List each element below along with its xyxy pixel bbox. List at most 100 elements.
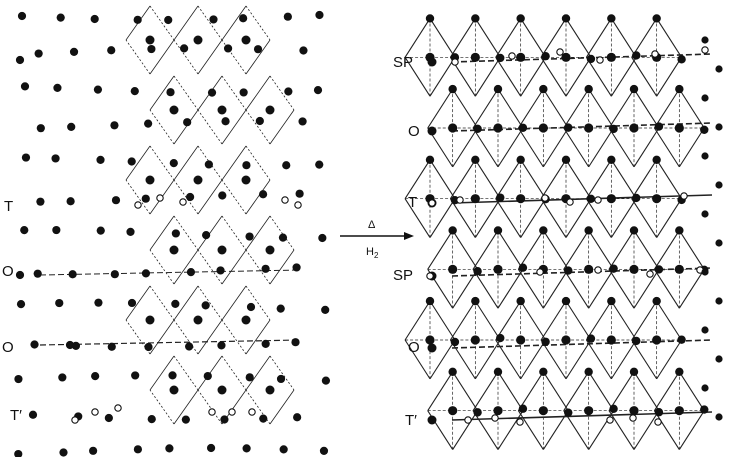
atom [496,333,505,343]
octahedron-edge [197,319,223,355]
octahedron-edge [540,57,567,97]
octahedron-edge [245,39,271,75]
atom [652,296,661,306]
left-bond-network [39,5,301,425]
vacancy-site [281,196,289,204]
atom [66,197,75,206]
left-structure-panel: T O O T′ [2,5,331,457]
atom [180,44,189,53]
atom [675,367,684,376]
octahedron-edge [149,215,175,251]
atom [144,119,153,128]
octahedron-edge [495,57,522,97]
atom [321,376,331,385]
octahedron-edge [245,389,271,425]
atom [276,304,285,313]
octahedron-edge [633,127,660,168]
octahedron-edge [269,75,295,111]
octahedron-edge [429,57,456,97]
vacancy-site [71,416,79,424]
arrow-h2-label: H2 [366,246,379,260]
atom [473,408,482,417]
atom [276,374,286,384]
octahedron-edge [149,285,175,321]
atom [193,175,203,185]
octahedron-edge [404,198,431,238]
atom [493,84,503,94]
octahedron-edge [608,410,635,450]
octahedron-edge [631,198,658,238]
octahedron-edge [427,230,454,270]
octahedron-edge [497,269,524,309]
octahedron-edge [452,88,479,129]
octahedron-edge [221,5,247,41]
atom [16,300,26,309]
atom [584,84,593,94]
atom [147,415,156,424]
left-layer-label-o-1: O [2,263,14,280]
octahedron-edge [563,127,590,168]
atom [427,126,437,136]
vacancy-site [179,198,187,206]
octahedron-edge [173,389,199,425]
atom [701,94,709,102]
atom [241,35,251,45]
octahedron-edge [678,371,705,411]
atom [293,413,302,422]
atom [715,239,723,247]
octahedron-edge [221,285,247,321]
octahedron-edge [542,230,569,270]
atom [448,84,457,94]
atom [131,371,140,380]
octahedron-edge [520,198,547,238]
octahedron-edge [585,300,612,341]
octahedron-edge [429,300,456,341]
right-atoms [425,14,723,426]
octahedron-edge [472,230,499,270]
octahedron-edge [497,410,524,450]
octahedron-edge [497,88,524,129]
atom [715,123,723,131]
atom [166,88,175,97]
octahedron-edge [404,18,431,58]
vacancy-site [491,414,499,422]
octahedron-edge [449,300,476,341]
octahedron-edge [269,249,295,285]
atom [169,105,179,115]
octahedron-edge [517,410,544,450]
atom [654,122,664,131]
octahedron-edge [173,39,199,75]
atom [715,65,723,73]
atom [265,105,275,115]
atom [516,14,525,23]
octahedron-edge [221,319,247,355]
atom [606,335,616,345]
vacancy-site [594,266,602,274]
atom [104,413,113,423]
atom [185,342,194,351]
atom [425,14,435,23]
octahedron-edge [610,18,637,58]
octahedron-edge [472,371,499,411]
octahedron-edge [653,88,680,129]
atom [632,193,641,203]
atom [171,299,180,309]
octahedron-edge [633,88,660,129]
octahedron-edge [197,39,223,75]
atom [561,52,571,62]
atom [425,296,435,306]
octahedron-edge [588,269,615,309]
atom [261,264,270,273]
octahedron-edge [610,339,637,380]
octahedron-edge [517,88,544,129]
octahedron-edge [631,57,658,97]
octahedron-edge [565,57,592,97]
atom [448,367,457,376]
atom [15,270,25,280]
atom [96,155,105,164]
octahedron-edge [631,18,658,58]
atom [518,404,528,413]
vacancy-site [294,201,302,209]
octahedron-edge [656,159,683,199]
octahedron-edge [678,230,705,270]
